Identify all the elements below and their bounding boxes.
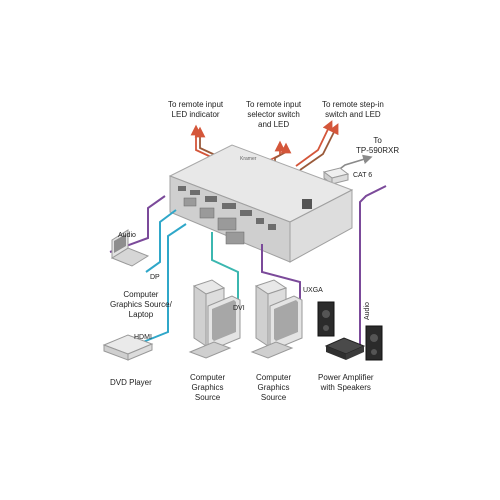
device-brand-text: Kramer — [240, 156, 257, 162]
label-remote-input-led: To remote input LED indicator — [168, 100, 224, 119]
label-cat6: CAT 6 — [353, 172, 373, 179]
label-audio-right: Audio — [364, 302, 371, 320]
wire-hdmi — [127, 223, 187, 349]
wire-audio-laptop — [109, 195, 166, 253]
label-hdmi: HDMI — [134, 334, 152, 341]
label-remote-input-selector: To remote input selector switch and LED — [246, 100, 302, 129]
dvd-player-icon — [102, 334, 154, 361]
label-remote-stepin: To remote step-in switch and LED — [322, 100, 384, 119]
device-brand-badge — [302, 199, 312, 209]
wire-dp — [145, 209, 177, 273]
desktop-computer-icon-1 — [188, 279, 241, 359]
label-dp: DP — [150, 274, 160, 281]
laptop-icon — [110, 229, 150, 267]
label-audio-left: Audio — [118, 232, 136, 239]
label-dvi: DVI — [233, 305, 245, 312]
wire-remote-stepin — [295, 120, 333, 167]
device-connectors — [183, 197, 245, 245]
speaker-icon-left — [317, 301, 335, 337]
power-amplifier-icon — [324, 337, 366, 360]
device-ports — [178, 186, 276, 230]
wire-remote-stepin-2 — [299, 123, 339, 171]
label-source2: Computer Graphics Source — [256, 373, 292, 402]
label-uxga: UXGA — [303, 287, 323, 294]
label-source1: Computer Graphics Source — [190, 373, 226, 402]
speaker-icon-right — [365, 325, 383, 361]
label-to-tp: To TP-590RXR — [356, 136, 400, 155]
label-dvd: DVD Player — [110, 378, 152, 387]
desktop-computer-icon-2 — [250, 279, 303, 359]
label-laptop: Computer Graphics Source/ Laptop — [110, 290, 172, 319]
label-amp: Power Amplifier with Speakers — [318, 373, 374, 392]
main-device-icon: Kramer — [168, 144, 354, 263]
